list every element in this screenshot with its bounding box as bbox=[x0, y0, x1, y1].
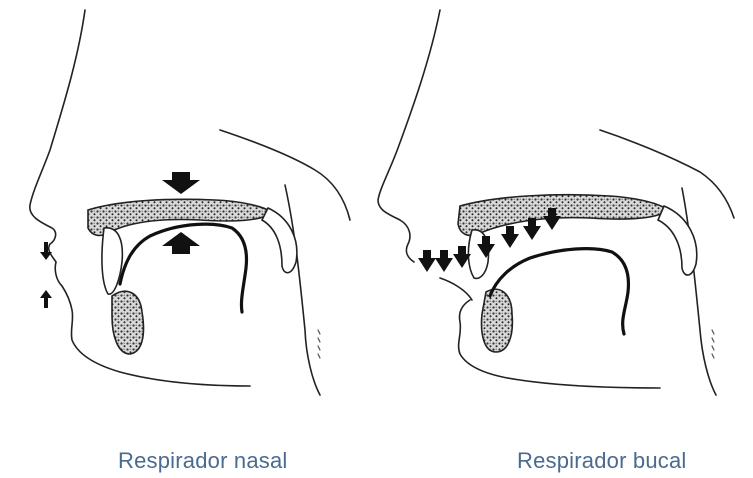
pharynx-wall bbox=[285, 185, 320, 395]
lip-up-arrow bbox=[40, 290, 52, 308]
airflow-arrow-1 bbox=[418, 250, 436, 272]
hard-palate bbox=[88, 199, 272, 235]
hyoid-tick-marks bbox=[318, 330, 320, 358]
tongue-up-arrow bbox=[162, 232, 200, 254]
lower-incisor bbox=[482, 289, 513, 352]
soft-palate bbox=[658, 206, 697, 275]
airflow-arrow-5 bbox=[501, 226, 519, 248]
pharynx-wall bbox=[682, 188, 716, 395]
palate-down-arrow bbox=[162, 172, 200, 194]
lower-incisor bbox=[112, 291, 144, 354]
nasal-breather-diagram bbox=[30, 10, 350, 395]
airflow-arrow-2 bbox=[435, 250, 453, 272]
hyoid-tick-marks bbox=[712, 330, 714, 358]
mouth-breather-diagram bbox=[378, 10, 734, 395]
mouth-breather-caption: Respirador bucal bbox=[517, 448, 687, 474]
nasal-breather-caption: Respirador nasal bbox=[118, 448, 288, 474]
lower-lip-outline bbox=[440, 278, 472, 300]
hard-palate bbox=[458, 195, 668, 236]
